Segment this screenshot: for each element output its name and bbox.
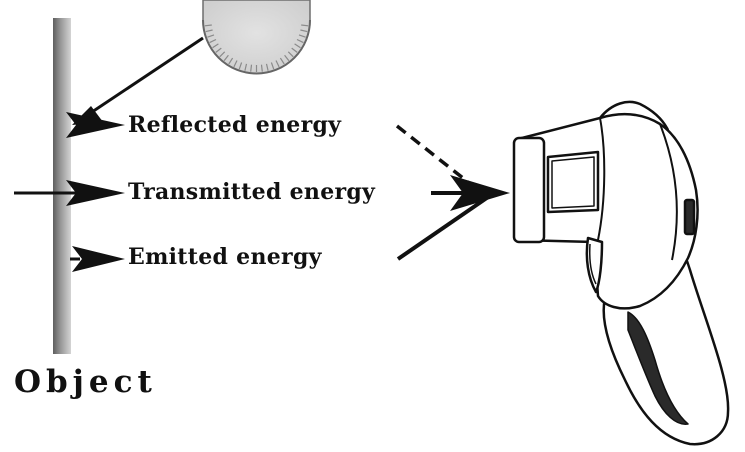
object-bar [53,18,71,354]
sun-tick [205,29,213,33]
sun-tick [207,34,215,38]
object-label: Object [14,364,157,400]
sun-tick [223,54,229,62]
sun-tick [270,62,275,70]
sun-tick [298,34,306,38]
sun-tick [238,62,243,70]
sun-tick [212,43,219,49]
reflected-energy-arrow [66,36,204,138]
sun-tick [291,47,298,53]
sun-tick [300,29,308,33]
emitted-ray [396,191,496,261]
incoming-energy-arrows [395,124,510,261]
dashed-reflected-ray [395,124,470,184]
sun-tick [279,57,285,65]
transmitted-energy-label: Transmitted energy [128,179,376,205]
emitted-energy-label: Emitted energy [128,244,322,270]
sun-tick [296,38,304,44]
sun-tick [301,24,309,27]
sun-tick [233,60,238,68]
sun-tick [287,51,294,58]
sun-tick [244,63,248,71]
infrared-thermometer-icon [512,100,730,446]
sun-tick [260,64,263,72]
sun-tick [250,64,253,72]
sun-tick [265,63,269,71]
sun-tick [209,38,217,44]
sun-tick [294,43,301,49]
sun-tick [228,57,234,65]
sun-tick [284,54,290,62]
sun-tick [275,60,280,68]
transmitted-energy-arrow [14,180,125,206]
incoming-arrowhead [450,175,510,211]
sun-tick [204,24,212,27]
sun-tick [215,47,222,53]
sun-tick [219,51,226,58]
reflected-energy-label: Reflected energy [128,112,342,138]
emitted-energy-arrow [70,246,125,272]
sun-icon [202,0,311,75]
